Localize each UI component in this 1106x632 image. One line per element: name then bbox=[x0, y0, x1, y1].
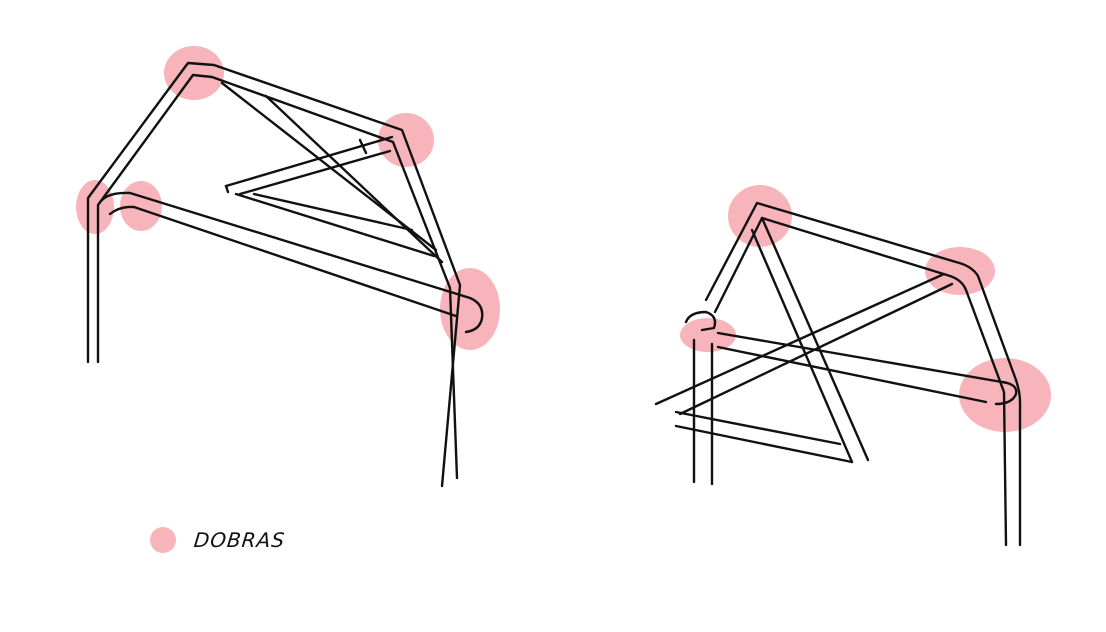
left-main-hoop-outer bbox=[86, 61, 462, 488]
bend-highlight bbox=[440, 268, 500, 350]
left-triangle-cap bbox=[358, 138, 368, 155]
legend-marker bbox=[150, 527, 176, 553]
right-triangle-left bbox=[750, 228, 854, 464]
left-diagonal-lower bbox=[264, 94, 444, 264]
right-diagonal-lower bbox=[678, 282, 954, 416]
left-triangle-brace-lower bbox=[238, 149, 392, 196]
right-cage-bend-highlights bbox=[680, 185, 1051, 432]
bend-highlight bbox=[728, 185, 792, 247]
right-triangle-right bbox=[760, 216, 870, 462]
legend-label: DOBRAS bbox=[192, 528, 287, 552]
left-triangle-brace bbox=[224, 135, 394, 188]
right-main-hoop-inner bbox=[713, 216, 1008, 547]
left-side-bar-top bbox=[100, 191, 484, 334]
left-side-bar-bottom bbox=[108, 205, 458, 318]
left-triangle-base-inner bbox=[252, 192, 414, 232]
right-cage-tubes bbox=[654, 201, 1022, 547]
right-side-bar-top bbox=[716, 331, 1018, 406]
left-triangle-tip bbox=[224, 184, 230, 194]
right-triangle-base-top bbox=[674, 410, 842, 446]
left-main-hoop-inner bbox=[96, 73, 459, 480]
bend-highlight bbox=[76, 180, 114, 234]
right-main-hoop-outer bbox=[704, 201, 1022, 547]
right-triangle-base-bottom bbox=[674, 424, 854, 464]
legend: DOBRAS bbox=[150, 526, 287, 554]
left-cage-tubes bbox=[86, 61, 484, 488]
bend-highlight bbox=[164, 46, 224, 100]
right-bend-stub bbox=[684, 310, 717, 332]
left-triangle-base bbox=[234, 192, 436, 258]
